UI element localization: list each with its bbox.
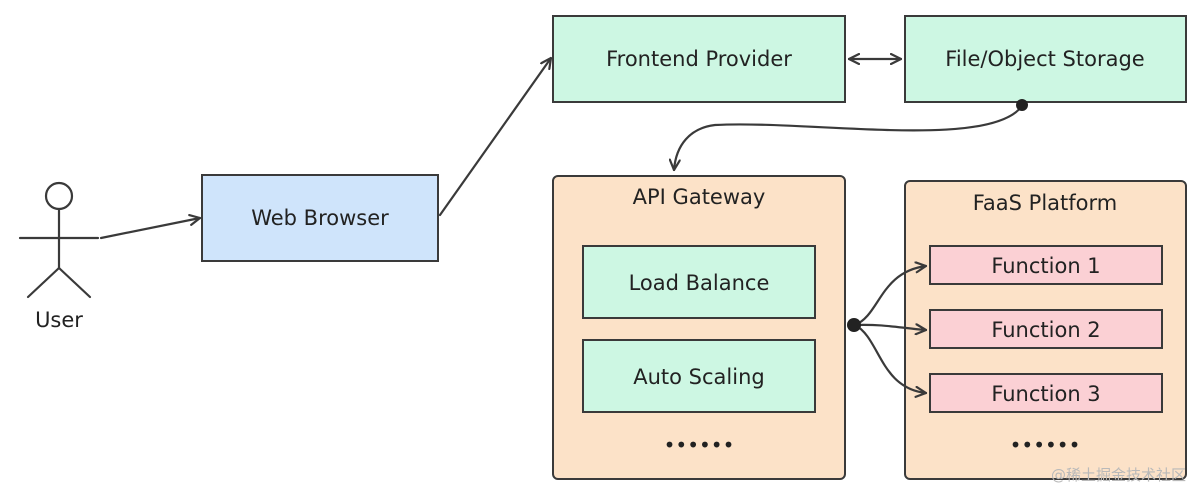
user-leg-right [57,266,92,299]
file-object-storage-node: File/Object Storage [904,15,1187,103]
arrow-gateway-to-function-3 [853,323,928,393]
storage-connector-dot [1016,99,1028,111]
arrow-gateway-to-function-2 [853,325,928,330]
function-1-box [929,245,1163,285]
user-head [44,181,74,211]
arrow-storage-to-gateway [674,104,1024,172]
load-balance-label: Load Balance [629,271,770,295]
web-browser-node: Web Browser [201,174,439,262]
gateway-connector-dot [847,318,861,332]
watermark: @稀土掘金技术社区 [1050,466,1186,484]
faas-ellipsis: •••••• [1010,433,1081,457]
auto-scaling-box [582,339,816,413]
api-gateway-title: API Gateway [633,185,766,209]
faas-platform-container: FaaS Platform Function 1 Function 2 Func… [904,180,1187,480]
web-browser-label: Web Browser [251,206,389,230]
api-gateway-container: API Gateway Load Balance Auto Scaling ••… [552,175,846,480]
user-leg-left [26,266,61,299]
user-actor [18,181,100,299]
frontend-provider-label: Frontend Provider [606,47,792,71]
file-object-storage-label: File/Object Storage [945,47,1144,71]
auto-scaling-label: Auto Scaling [633,365,765,389]
frontend-provider-node: Frontend Provider [552,15,846,103]
load-balance-box [582,245,816,319]
function-2-box [929,309,1163,349]
arrow-browser-to-frontend [438,56,553,217]
arrow-gateway-to-function-1 [853,266,928,327]
api-gateway-ellipsis: •••••• [664,433,735,457]
function-1-label: Function 1 [991,254,1100,278]
arrow-user-to-browser [99,218,202,240]
faas-platform-title: FaaS Platform [973,191,1117,215]
function-3-box [929,373,1163,413]
function-2-label: Function 2 [991,318,1100,342]
user-label: User [35,308,83,332]
function-3-label: Function 3 [991,382,1100,406]
